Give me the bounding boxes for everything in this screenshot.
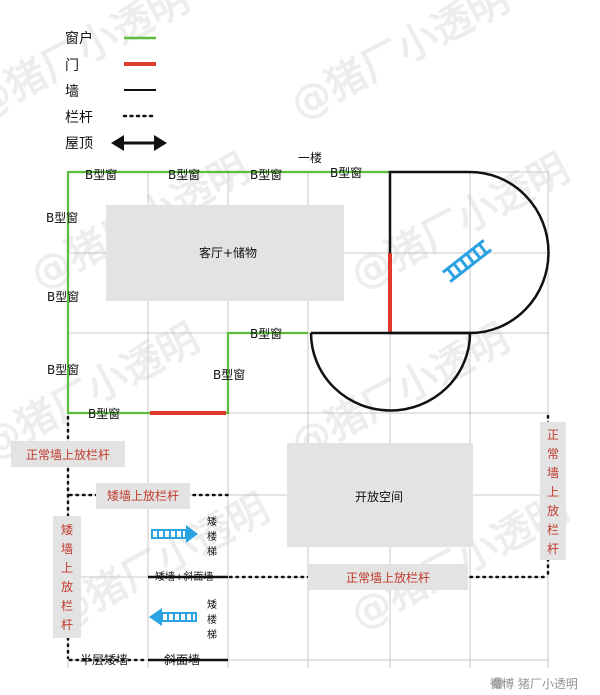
watermark-text: @猪厂小透明	[0, 0, 197, 129]
rail-low-v-char: 栏	[61, 598, 73, 613]
rail-low-v-char: 放	[61, 579, 73, 594]
rail-normal-v-char: 常	[547, 447, 559, 461]
legend-window-label: 窗户	[65, 30, 93, 47]
rail-normal-v-char: 杆	[547, 542, 559, 556]
rail-normal-v-char: 墙	[547, 466, 559, 480]
low-stair-char: 梯	[207, 545, 217, 558]
legend-door-label: 门	[65, 58, 79, 74]
legend-wall-label: 墙	[65, 84, 79, 100]
windows	[66, 170, 390, 415]
rail-normal-text-bottom: 正常墙上放栏杆	[346, 570, 430, 585]
rail-low-v-char: 上	[61, 561, 73, 575]
open-space-box	[287, 443, 473, 547]
doors	[150, 253, 392, 415]
corner-watermark-text: 微博 猪厂小透明	[490, 676, 578, 691]
slope-wall-label: 斜面墙	[164, 653, 200, 667]
rail-normal-callout-bottom: 正常墙上放栏杆	[308, 564, 468, 590]
legend-roof-swatch	[111, 135, 167, 151]
window-label-inner-vertical: B型窗	[213, 368, 245, 382]
window-label-top-1: B型窗	[85, 168, 117, 182]
low-stair-char: 楼	[207, 530, 217, 543]
legend: 窗户 门 墙 栏杆 屋顶	[65, 30, 167, 152]
half-low-wall-label: 半层矮墙	[80, 653, 128, 667]
low-stair-char: 梯	[207, 628, 217, 641]
low-stair-labels: 矮 楼 梯 矮 楼 梯	[207, 516, 217, 641]
low-slope-wall-label: 矮墙+斜面墙	[155, 570, 213, 583]
rail-normal-callout-left: 正常墙上放栏杆	[11, 441, 125, 467]
walls	[148, 170, 550, 662]
rail-normal-v-char: 放	[547, 503, 559, 518]
window-label-top-2: B型窗	[168, 168, 200, 182]
ladder-icon	[441, 239, 493, 283]
rail-normal-v-char: 正	[547, 428, 559, 442]
stair-arrow-left-icon	[149, 608, 197, 626]
window-label-left-3: B型窗	[47, 363, 79, 377]
rail-low-callout: 矮墙上放栏杆	[96, 483, 190, 509]
living-storage-box	[106, 205, 344, 301]
stair-arrow-right-icon	[151, 525, 198, 543]
plan-labels: 一楼 B型窗 B型窗 B型窗 B型窗 B型窗 B型窗 B型窗 B型窗 B型窗 B…	[46, 150, 403, 667]
legend-railing-label: 栏杆	[65, 110, 93, 126]
rail-low-text: 矮墙上放栏杆	[107, 488, 179, 503]
rail-normal-v-char: 栏	[547, 522, 559, 537]
watermark-text: @猪厂小透明	[283, 0, 517, 129]
living-storage-label: 客厅+储物	[199, 245, 257, 260]
legend-roof-label: 屋顶	[65, 136, 93, 152]
low-stair-char: 矮	[207, 516, 217, 528]
semicircle-wall	[309, 331, 472, 412]
floor-label: 一楼	[298, 150, 322, 165]
rail-normal-text-left: 正常墙上放栏杆	[26, 447, 110, 462]
rail-normal-vertical-callout: 正 常 墙 上 放 栏 杆	[540, 422, 566, 560]
window-label-left-2: B型窗	[47, 290, 79, 304]
rail-low-vertical-callout: 矮 墙 上 放 栏 杆	[53, 516, 81, 638]
window-label-inner-top: B型窗	[250, 327, 282, 341]
rail-low-v-char: 矮	[61, 523, 73, 537]
rail-low-v-char: 墙	[61, 542, 73, 556]
corner-watermark: 微博 猪厂小透明	[490, 676, 578, 691]
window-label-top-3: B型窗	[250, 168, 282, 182]
window-label-bottom: B型窗	[88, 407, 120, 421]
open-space-label: 开放空间	[355, 489, 403, 504]
rail-normal-v-char: 上	[547, 485, 559, 499]
low-stair-char: 矮	[207, 599, 217, 611]
stair-room-walls	[388, 170, 550, 335]
window-label-left-1: B型窗	[46, 211, 78, 225]
weibo-logo-icon	[492, 677, 504, 689]
rail-low-v-char: 杆	[61, 618, 73, 632]
window-label-top-4: B型窗	[330, 166, 362, 180]
low-stair-char: 楼	[207, 613, 217, 626]
